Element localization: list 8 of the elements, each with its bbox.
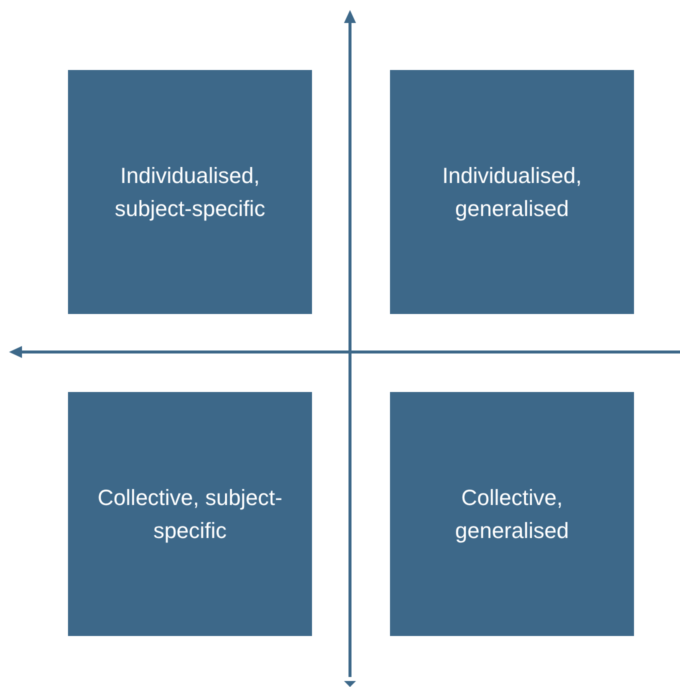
quadrant-label: Individualised, generalised — [441, 162, 583, 223]
quadrant-box — [390, 392, 634, 636]
quadrant-label: Collective, subject-specific — [96, 484, 284, 545]
quadrant-label: Individualised, subject-specific — [114, 162, 266, 223]
quadrant-box — [390, 70, 634, 314]
quadrant-box — [68, 70, 312, 314]
quadrant-box — [68, 392, 312, 636]
quadrant-label: Collective, generalised — [454, 484, 570, 545]
